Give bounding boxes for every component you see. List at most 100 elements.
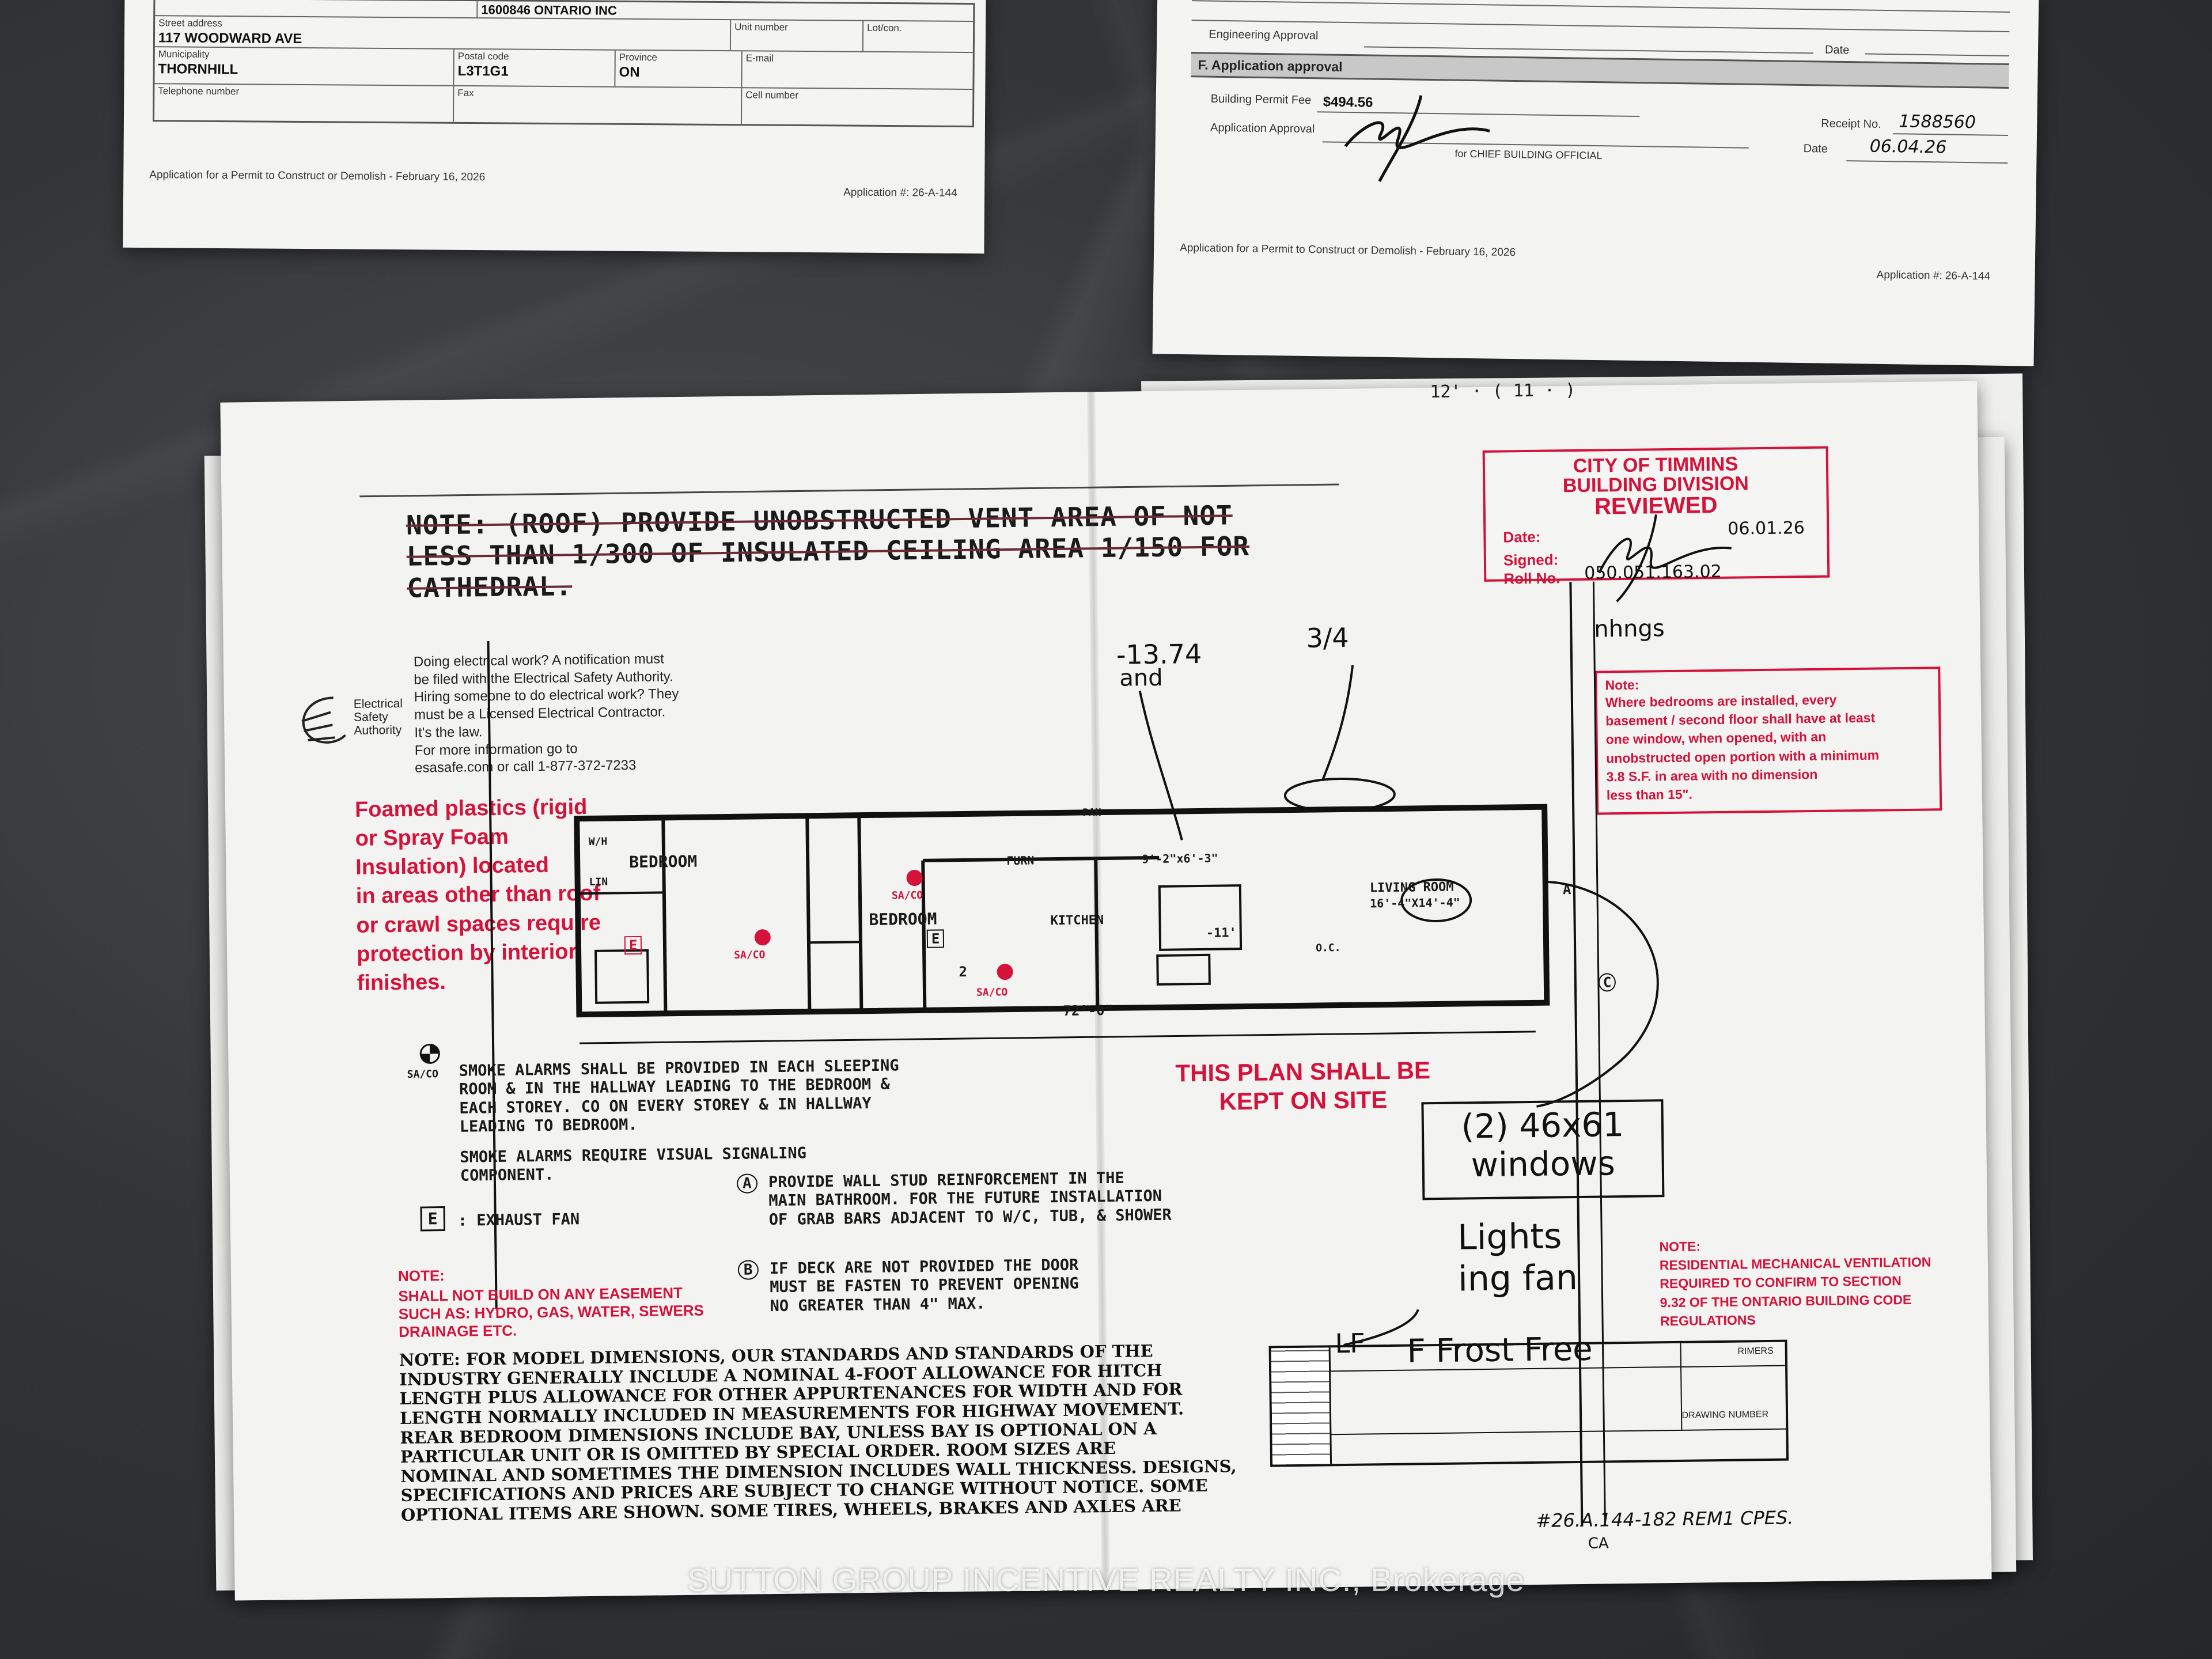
province-cell: Province ON — [615, 50, 743, 89]
furnace-label: FURN — [1006, 853, 1035, 868]
exhaust-fan-legend-text: : EXHAUST FAN — [457, 1210, 580, 1230]
exhaust-fan-marker: E — [926, 929, 945, 948]
permit-form-page-right: Engineering Approval Date F. Application… — [1152, 0, 2039, 366]
stamp-signature — [1598, 514, 1732, 603]
form-left-footer-title: Application for a Permit to Construct or… — [149, 169, 486, 184]
province-value: ON — [619, 64, 640, 81]
application-approval-label: Application Approval — [1210, 121, 1315, 136]
cell-number-label: Cell number — [745, 89, 799, 101]
living-room-dimension: 16'-4"X14'-4" — [1370, 895, 1460, 911]
oc-label: O.C. — [1315, 942, 1341, 955]
vertical-pen-line — [487, 641, 498, 1309]
title-block-rule — [1329, 1365, 1786, 1372]
bedroom-2-label: BEDROOM — [869, 909, 937, 930]
form-right-footer-title: Application for a Permit to Construct or… — [1179, 241, 1516, 259]
fax-label: Fax — [457, 87, 474, 99]
receipt-label: Receipt No. — [1821, 117, 1881, 131]
model-dimensions-note: NOTE: FOR MODEL DIMENSIONS, OUR STANDARD… — [399, 1340, 1289, 1525]
panel-label: PAN — [1082, 806, 1101, 819]
floor-plan-drawing — [574, 804, 1550, 1044]
section-f-header: F. Application approval — [1191, 52, 2009, 89]
deck-door-note-line: NO GREATER THAN 4" MAX. — [770, 1294, 986, 1315]
phone-label: Telephone number — [158, 85, 240, 97]
pen-annotation-lines — [1138, 581, 1606, 1527]
handwritten-reference-2: CA — [1588, 1535, 1609, 1552]
linen-label: LIN — [589, 876, 608, 888]
lot-label: Lot/con. — [867, 22, 902, 34]
approval-signature — [1344, 95, 1490, 182]
exhaust-fan-marker: E — [624, 935, 642, 955]
street-label: Street address — [158, 17, 222, 29]
rule-line — [359, 483, 1339, 498]
easement-note-line: DRAINAGE ETC. — [398, 1321, 517, 1341]
approval-date-line — [1846, 160, 2008, 164]
sa-co-label: SA/CO — [734, 949, 766, 961]
keep-on-site-line: KEPT ON SITE — [1219, 1086, 1388, 1116]
postal-value: L3T1G1 — [457, 63, 509, 79]
smoke-alarm-symbol-icon — [419, 1043, 440, 1064]
lights-fan-note-line: Lights — [1457, 1216, 1562, 1258]
title-block-rule — [1330, 1428, 1786, 1435]
owner-name-value: 1600846 ONTARIO INC — [481, 2, 617, 18]
engineering-approval-label: Engineering Approval — [1209, 28, 1319, 43]
marker-two: 2 — [959, 963, 968, 980]
deck-door-note-line: MUST BE FASTEN TO PREVENT OPENING — [770, 1275, 1079, 1297]
lf-arc — [1343, 1309, 1419, 1346]
handwritten-eleven: -11' — [1206, 926, 1237, 941]
permit-form-page-left: 1600846 ONTARIO INC Street address 117 W… — [123, 0, 986, 254]
owner-info-grid: 1600846 ONTARIO INC Street address 117 W… — [152, 0, 975, 128]
handwritten-reference: #26.A.144-182 REM1 CPES. — [1536, 1506, 1794, 1532]
unit-label: Unit number — [734, 21, 788, 33]
fax-cell: Fax — [453, 86, 743, 124]
permit-fee-label: Building Permit Fee — [1210, 92, 1312, 107]
easement-note-title: NOTE: — [397, 1267, 445, 1285]
sa-co-label: SA/CO — [891, 889, 923, 902]
smoke-alarm-symbol-label: SA/CO — [407, 1068, 438, 1081]
form-left-footer-appno: Application #: 26-A-144 — [843, 186, 957, 199]
floor-plan-sheet: 12' · ( 11 · ) NOTE: (ROOF) PROVIDE UNOB… — [220, 380, 1992, 1601]
form-right-footer-appno: Application #: 26-A-144 — [1876, 268, 1991, 283]
mechanical-ventilation-note-line: RESIDENTIAL MECHANICAL VENTILATION — [1659, 1254, 1931, 1273]
title-block-label: RIMERS — [1737, 1346, 1774, 1357]
note-b-marker: B — [737, 1260, 759, 1280]
title-block-label: DRAWING NUMBER — [1681, 1410, 1769, 1421]
phone-cell: Telephone number — [154, 84, 454, 122]
smoke-alarm-note: SMOKE ALARMS SHALL BE PROVIDED IN EACH S… — [459, 1056, 900, 1137]
sa-co-label: SA/CO — [976, 986, 1008, 999]
cell-number-cell: Cell number — [742, 88, 972, 126]
email-label: E-mail — [745, 52, 774, 64]
email-cell: E-mail — [742, 51, 973, 90]
unit-cell: Unit number — [730, 20, 864, 52]
municipality-cell: Municipality THORNHILL — [154, 47, 454, 86]
windows-pointer-line — [1536, 880, 1659, 1108]
approval-date-label: Date — [1803, 142, 1828, 156]
postal-label: Postal code — [457, 50, 509, 62]
title-block: RIMERS DRAWING NUMBER — [1268, 1339, 1789, 1467]
approval-date-value: 06.04.26 — [1869, 136, 1947, 158]
title-block-grid — [1271, 1347, 1332, 1465]
bedroom-1-label: BEDROOM — [629, 851, 698, 872]
municipality-label: Municipality — [158, 48, 210, 60]
esa-logo-icon — [301, 696, 346, 744]
kitchen-label: KITCHEN — [1050, 913, 1104, 929]
postal-cell: Postal code L3T1G1 — [454, 49, 616, 88]
street-value: 117 WOODWARD AVE — [158, 30, 302, 47]
lot-cell: Lot/con. — [863, 21, 974, 54]
rule-line — [1192, 0, 2010, 13]
lights-fan-note-line: ing fan — [1457, 1257, 1578, 1300]
water-heater-label: W/H — [588, 835, 608, 848]
exhaust-fan-legend-symbol: E — [420, 1206, 445, 1232]
street-cell: Street address 117 WOODWARD AVE — [154, 16, 732, 52]
engineering-date-label: Date — [1824, 43, 1850, 57]
mechanical-ventilation-note-line: REGULATIONS — [1660, 1312, 1756, 1329]
receipt-line — [1893, 133, 2009, 136]
living-room-label: LIVING ROOM — [1369, 880, 1454, 896]
engineering-signature-line — [1364, 46, 1813, 54]
municipality-value: THORNHILL — [158, 61, 238, 78]
